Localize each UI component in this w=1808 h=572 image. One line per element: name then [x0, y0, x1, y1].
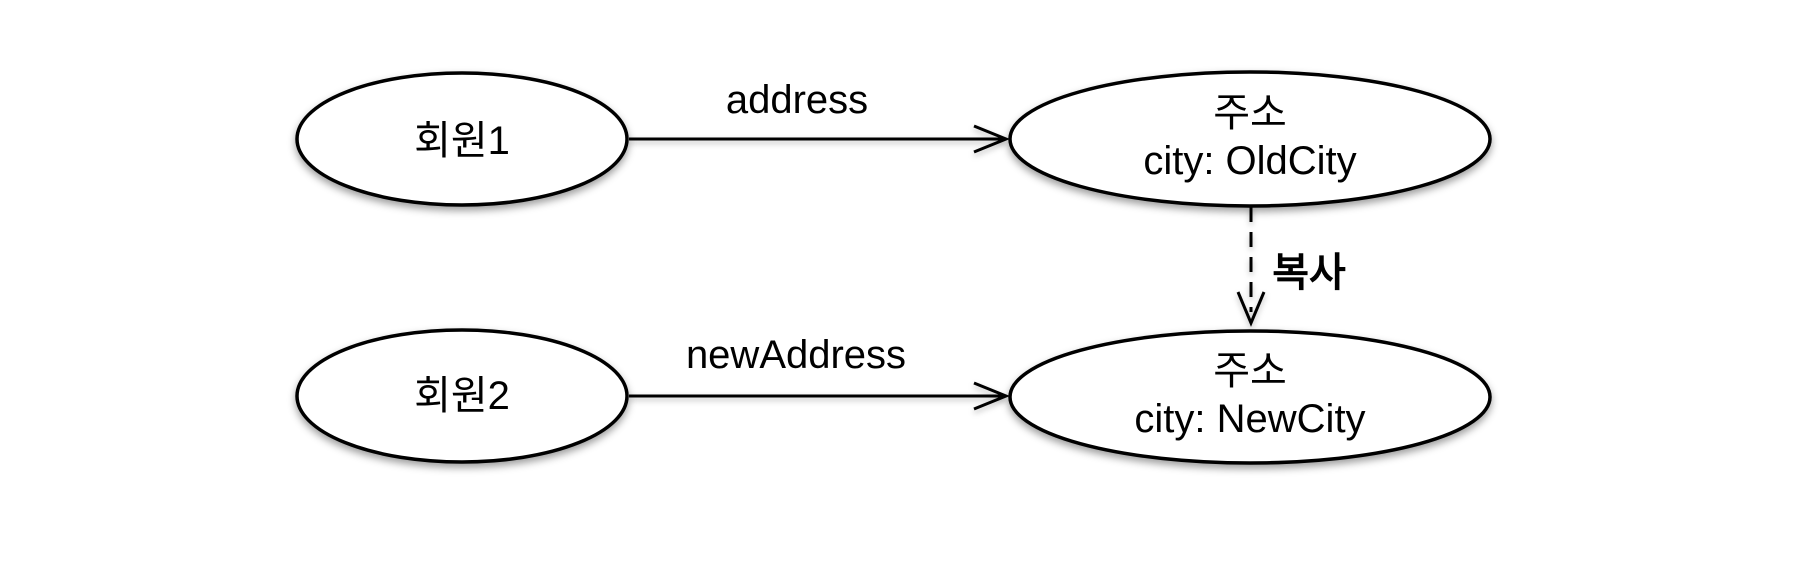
new-address-attribute: city: NewCity: [1134, 397, 1365, 441]
new-address-ellipse: [1008, 329, 1492, 465]
edge-copy: 복사: [1236, 207, 1346, 327]
new-address-edge-label: newAddress: [686, 333, 906, 377]
node-member2: 회원2: [295, 328, 629, 464]
member2-ellipse: [295, 328, 629, 464]
edge-new-address: newAddress: [629, 333, 1010, 411]
copy-edge-label: 복사: [1272, 251, 1346, 295]
node-new-address: 주소 city: NewCity: [1008, 329, 1492, 465]
old-address-attribute: city: OldCity: [1143, 139, 1356, 183]
node-member1: 회원1: [295, 71, 629, 207]
address-arrowhead-icon: [973, 124, 1010, 154]
member1-ellipse: [295, 71, 629, 207]
edge-address: address: [629, 78, 1010, 154]
member1-label: 회원1: [414, 119, 510, 163]
address-edge-label: address: [726, 78, 868, 122]
node-old-address: 주소 city: OldCity: [1008, 70, 1492, 208]
old-address-name: 주소: [1213, 91, 1287, 135]
copy-arrowhead-icon: [1236, 291, 1266, 327]
old-address-ellipse: [1008, 70, 1492, 208]
new-address-arrowhead-icon: [973, 381, 1010, 411]
member2-label: 회원2: [414, 374, 510, 418]
new-address-name: 주소: [1213, 349, 1287, 393]
